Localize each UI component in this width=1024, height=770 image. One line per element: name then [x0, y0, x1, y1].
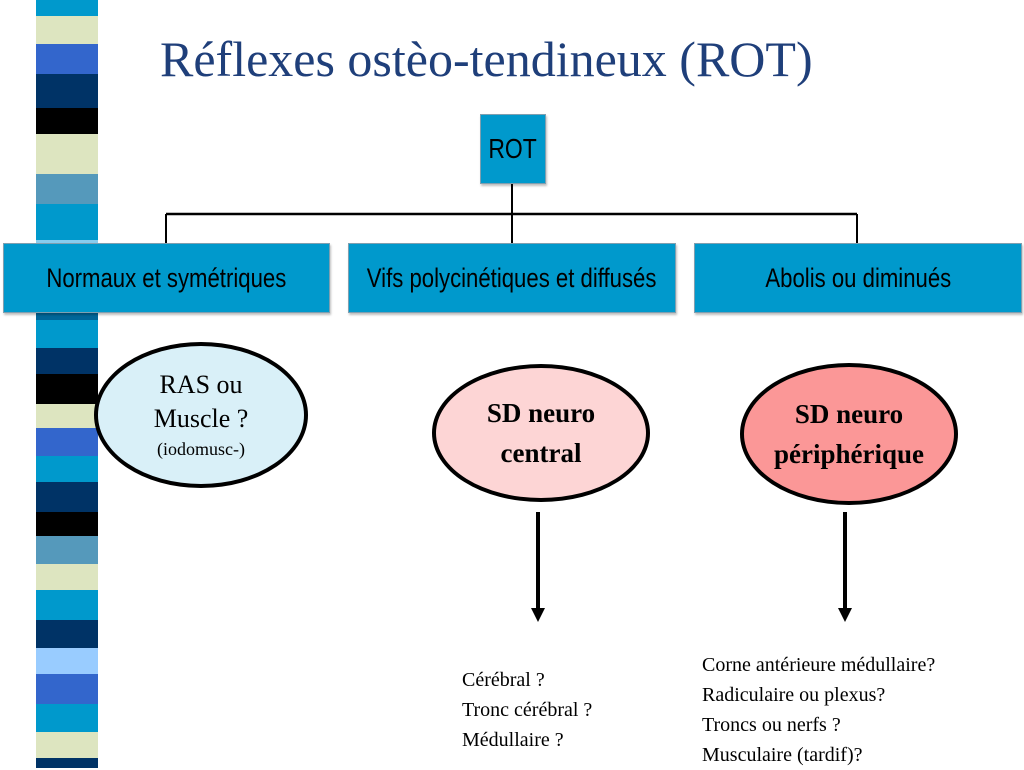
decorative-stripe	[36, 674, 98, 704]
decorative-stripe	[36, 704, 98, 732]
peripheral-details-list: Corne antérieure médullaire? Radiculaire…	[702, 650, 935, 770]
category-label-absent: Abolis ou diminués	[765, 262, 951, 293]
central-details-list: Cérébral ? Tronc cérébral ? Médullaire ?	[462, 665, 592, 755]
decorative-stripe	[36, 564, 98, 590]
outcome-normal-line2: Muscle ?	[153, 404, 249, 433]
list-item: Médullaire ?	[462, 729, 564, 751]
outcome-ellipse-peripheral: SD neuro périphérique	[740, 363, 958, 505]
list-item: Corne antérieure médullaire?	[702, 654, 936, 676]
category-label-brisk: Vifs polycinétiques et diffusés	[367, 262, 657, 293]
outcome-normal-line1: RAS ou	[159, 370, 243, 399]
decorative-stripe	[36, 108, 98, 134]
root-box: ROT	[480, 114, 546, 184]
decorative-stripe	[36, 456, 98, 482]
decorative-stripe	[36, 16, 98, 44]
arrow-central-head	[531, 608, 545, 622]
decorative-stripe	[36, 404, 98, 428]
arrow-peripheral-head	[838, 608, 852, 622]
list-item: Tronc cérébral ?	[462, 699, 593, 721]
category-box-absent: Abolis ou diminués	[694, 243, 1022, 313]
outcome-ellipse-normal: RAS ou Muscle ? (iodomusc-)	[94, 342, 308, 488]
outcome-peripheral-line1: SD neuro	[794, 399, 904, 429]
outcome-peripheral-line2: périphérique	[773, 439, 924, 469]
decorative-stripe	[36, 428, 98, 456]
category-box-normal: Normaux et symétriques	[3, 243, 330, 313]
outcome-central-line1: SD neuro	[486, 398, 596, 428]
slide-title: Réflexes ostèo-tendineux (ROT)	[160, 31, 813, 87]
decorative-stripe	[36, 732, 98, 758]
root-label: ROT	[488, 133, 538, 164]
decorative-stripe	[36, 320, 98, 348]
decorative-stripe	[36, 758, 98, 768]
outcome-ellipse-central: SD neuro central	[432, 364, 650, 502]
decorative-stripe	[36, 590, 98, 620]
outcome-normal-note: (iodomusc-)	[157, 439, 245, 459]
list-item: Cérébral ?	[462, 669, 545, 691]
decorative-stripe	[36, 374, 98, 404]
decorative-stripe	[36, 204, 98, 240]
list-item: Musculaire (tardif)?	[702, 744, 863, 766]
decorative-stripe	[36, 348, 98, 374]
decorative-stripe	[36, 648, 98, 674]
decorative-stripe	[36, 44, 98, 74]
list-item: Troncs ou nerfs ?	[702, 714, 841, 736]
decorative-stripe	[36, 74, 98, 108]
decorative-stripe	[36, 134, 98, 174]
decorative-stripe	[36, 536, 98, 564]
decorative-stripe	[36, 620, 98, 648]
decorative-stripe	[36, 0, 98, 16]
outcome-central-line2: central	[500, 438, 582, 468]
category-box-brisk: Vifs polycinétiques et diffusés	[348, 243, 676, 313]
list-item: Radiculaire ou plexus?	[702, 684, 886, 706]
decorative-stripe	[36, 482, 98, 512]
decorative-stripe	[36, 174, 98, 204]
decorative-stripe	[36, 512, 98, 536]
category-label-normal: Normaux et symétriques	[46, 262, 287, 293]
